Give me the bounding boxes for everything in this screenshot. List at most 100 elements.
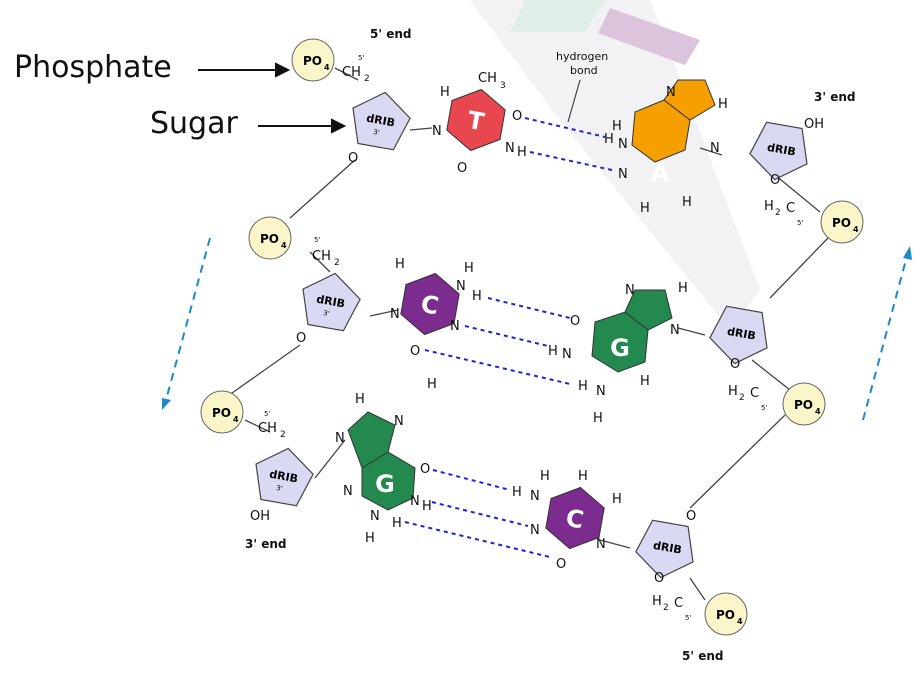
sugar-1-text: dRIB	[365, 112, 396, 130]
atom-n-a6: N	[710, 141, 720, 156]
atom-n-gb3: N	[394, 414, 404, 429]
phosphate-2-sub: 4	[281, 241, 287, 250]
prime5-3: 5'	[264, 410, 270, 418]
ch2-1: CH	[342, 65, 361, 80]
hbond-label-2: bond	[570, 64, 598, 77]
hbond-cg-2	[464, 325, 549, 347]
sugars: dRIB 3' dRIB 3' dRIB 3' dRIB dRIB dRIB	[255, 91, 808, 579]
base-thymine-letter: T	[465, 106, 487, 137]
atom-o-t2: O	[512, 109, 522, 124]
phosphate-2: PO 4	[248, 216, 292, 260]
atom-n-c1: N	[390, 307, 400, 322]
phosphate-arrow-head	[275, 62, 291, 78]
backbone-lines	[224, 67, 829, 601]
base-guanine-bottom: G	[347, 411, 416, 511]
atom-o-cb6: O	[556, 557, 566, 572]
ch2-1-sub: 2	[364, 74, 370, 84]
hbond-label-1: hydrogen	[556, 50, 608, 63]
atom-h-cb3: H	[578, 469, 588, 484]
sugar-3-3prime: 3'	[275, 484, 283, 493]
h2c-2-sub: 2	[739, 393, 745, 403]
hbond-ta-1	[524, 117, 606, 138]
h2c-3: H	[652, 594, 662, 609]
bases: T A C G G C	[347, 79, 716, 550]
atom-n-cb7: N	[596, 537, 606, 552]
atom-n-cb5: N	[530, 523, 540, 538]
phosphate-5-sub: 4	[815, 407, 821, 416]
atom-n-cb1: N	[530, 489, 540, 504]
atom-n-c4: N	[450, 319, 460, 334]
label-arrows	[198, 62, 347, 134]
atom-h-a7: H	[640, 201, 650, 216]
atom-n-gb6: N	[410, 494, 420, 509]
atom-h-gb7: H	[392, 516, 402, 531]
phosphate-3: PO 4	[200, 390, 244, 434]
h2c-1: H	[764, 199, 774, 214]
bottom-3prime-end: 3' end	[245, 537, 286, 551]
sugar-5	[709, 305, 768, 365]
atom-n-g5: N	[625, 283, 635, 298]
phosphate-6: PO 4	[704, 592, 748, 636]
phosphates: PO 4 PO 4 PO 4 PO 4 PO 4 PO 4	[200, 38, 864, 636]
watermark-purple-rect	[598, 8, 700, 65]
atom-o-1: O	[348, 151, 358, 166]
sugar-1: dRIB 3'	[352, 91, 411, 151]
atom-o-s4: O	[770, 173, 780, 188]
base-adenine-letter: A	[651, 159, 670, 187]
phosphate-6-text: PO	[716, 608, 735, 622]
atom-h-c1: H	[395, 257, 405, 272]
atom-n-t3: N	[505, 141, 515, 156]
atom-o-s6b: O	[654, 571, 664, 586]
atom-n-g2: N	[562, 347, 572, 362]
sugar-5-text: dRIB	[726, 325, 757, 343]
base-cytosine-top: C	[400, 272, 460, 336]
base-cytosine-top-letter: C	[419, 290, 441, 321]
base-cytosine-bottom-letter: C	[564, 504, 586, 535]
phosphate-5-text: PO	[794, 398, 813, 412]
hydrogen-bonds	[404, 117, 613, 558]
top-3prime-end: 3' end	[814, 90, 855, 104]
atom-n-a4: N	[666, 85, 676, 100]
atom-o-g1: O	[570, 314, 580, 329]
ch2-3: CH	[258, 421, 277, 436]
atom-h-cb1: H	[512, 485, 522, 500]
phosphate-label: Phosphate	[14, 50, 172, 85]
h2c-1-c: C	[786, 201, 795, 216]
phosphate-2-text: PO	[260, 232, 279, 246]
atom-h-g8: H	[640, 374, 650, 389]
phosphate-4-sub: 4	[853, 225, 859, 234]
ch2-2: CH	[312, 249, 331, 264]
h2c-3-c: C	[674, 596, 683, 611]
prime5-1: 5'	[358, 54, 364, 62]
base-adenine: A	[631, 79, 716, 187]
atom-n-gb4: N	[343, 484, 353, 499]
hbond-cg-1	[487, 297, 571, 319]
sugar-2: dRIB 3'	[302, 272, 361, 332]
atom-o-c5: O	[410, 344, 420, 359]
atom-n-gb1: N	[335, 431, 345, 446]
hbond-gc-1	[432, 469, 511, 491]
hbond-cg-3	[424, 349, 571, 385]
phosphate-1-sub: 4	[324, 63, 330, 72]
background-watermark	[140, 0, 760, 330]
phosphate-4-text: PO	[832, 216, 851, 230]
atom-n-g3: N	[596, 384, 606, 399]
sugar-3-text: dRIB	[268, 468, 299, 486]
chemical-labels: 5' end CH 2 5' O N H CH 3 O N H O hydrog…	[245, 27, 855, 663]
sugar-4	[749, 121, 808, 181]
atom-h-a8: H	[682, 195, 692, 210]
bottom-5prime-end: 5' end	[682, 649, 723, 663]
atom-o-gb5: O	[420, 462, 430, 477]
atom-h-g2: H	[548, 344, 558, 359]
right-strand-arrow	[862, 255, 908, 421]
ch2-3-sub: 2	[280, 430, 286, 440]
sugar-arrow-head	[331, 118, 347, 134]
base-guanine-bottom-letter: G	[375, 470, 395, 498]
atom-o-2: O	[296, 331, 306, 346]
sugar-4-text: dRIB	[766, 141, 797, 159]
h2c-1-sub: 2	[775, 208, 781, 218]
phosphate-6-sub: 4	[737, 617, 743, 626]
atom-h-c2: H	[464, 261, 474, 276]
watermark-green-rect	[510, 0, 605, 32]
atom-o-s6a: O	[686, 509, 696, 524]
